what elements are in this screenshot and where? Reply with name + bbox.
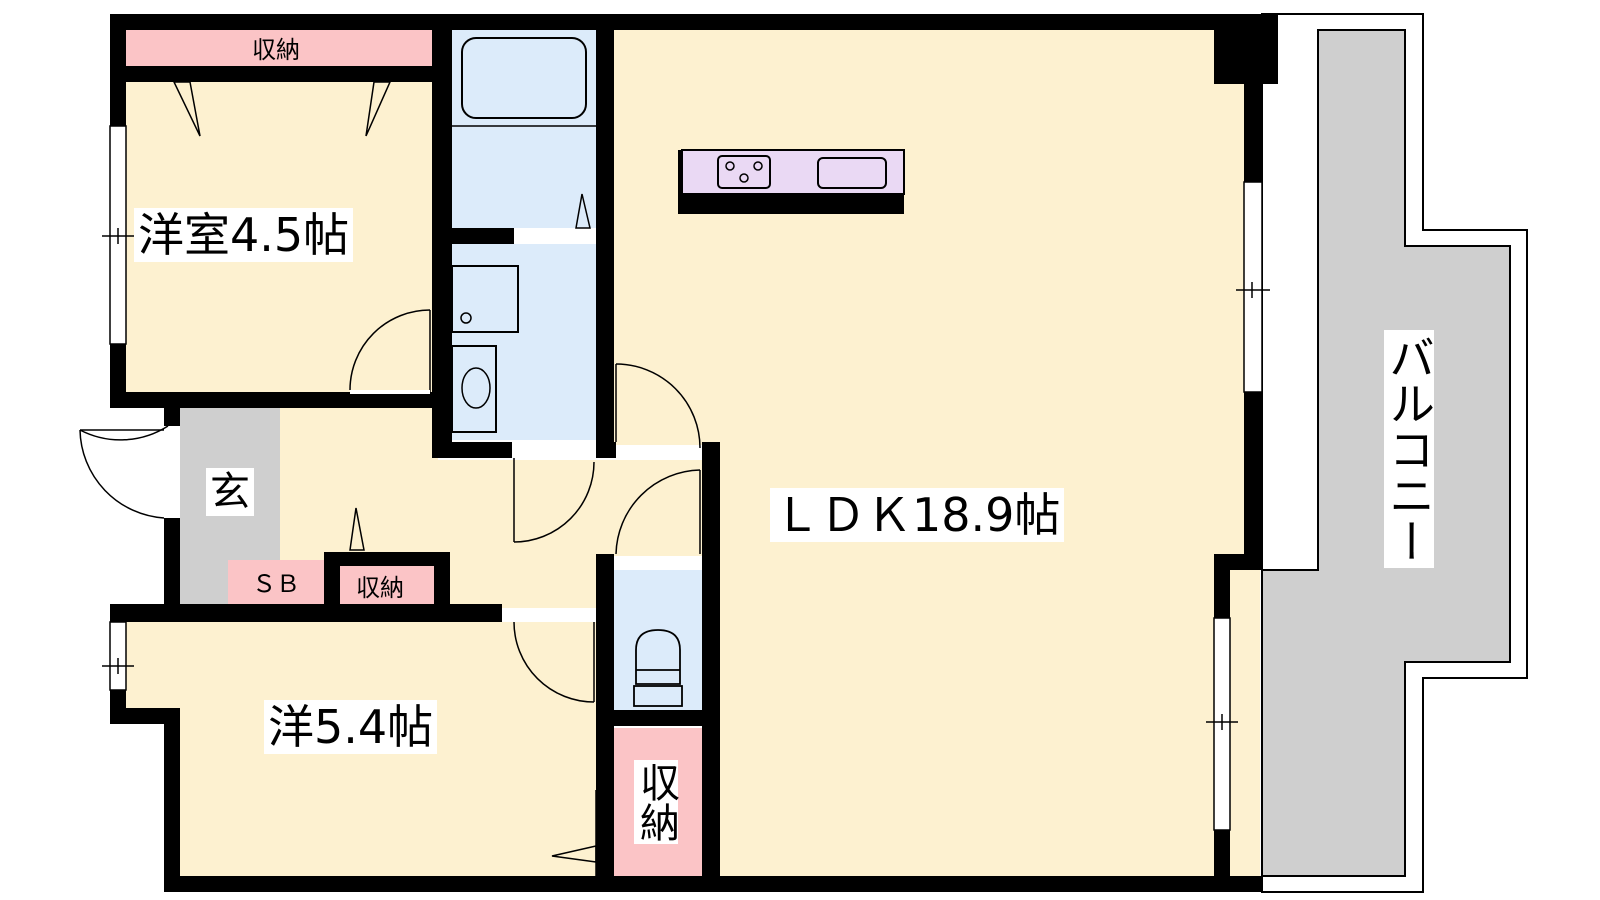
bath-door: [575, 193, 591, 229]
doors: [79, 70, 701, 876]
washbasin-icon: [451, 345, 497, 433]
sb-label: ＳＢ: [252, 570, 300, 598]
room-label-western-2: 洋5.4帖: [264, 700, 438, 754]
room-label-western-1: 洋室4.5帖: [134, 208, 354, 262]
storage-entry-fill: [340, 566, 434, 604]
walls: [110, 14, 1278, 892]
toilet-floor: [614, 570, 704, 710]
washer-icon: [451, 265, 519, 333]
storage-top-label: 収納: [252, 36, 300, 64]
storage-side-label: 収納: [633, 760, 679, 844]
toilet-icon: [633, 629, 683, 707]
room-label-ldk: ＬＤＫ18.9帖: [770, 488, 1065, 542]
entrance-label: 玄: [206, 468, 254, 516]
balcony-label: バルコニー: [1382, 330, 1436, 568]
stove-icon: [717, 155, 771, 189]
storage-entry-label: 収納: [356, 574, 404, 602]
window-ticks: [102, 228, 1270, 730]
sb-fill: [228, 560, 324, 604]
bathtub-icon: [461, 37, 587, 119]
ldk-floor: [612, 30, 1262, 876]
storage-top-fill: [126, 30, 432, 66]
bathroom-floor: [452, 30, 596, 228]
sink-icon: [817, 157, 887, 189]
washroom-floor: [452, 244, 596, 440]
